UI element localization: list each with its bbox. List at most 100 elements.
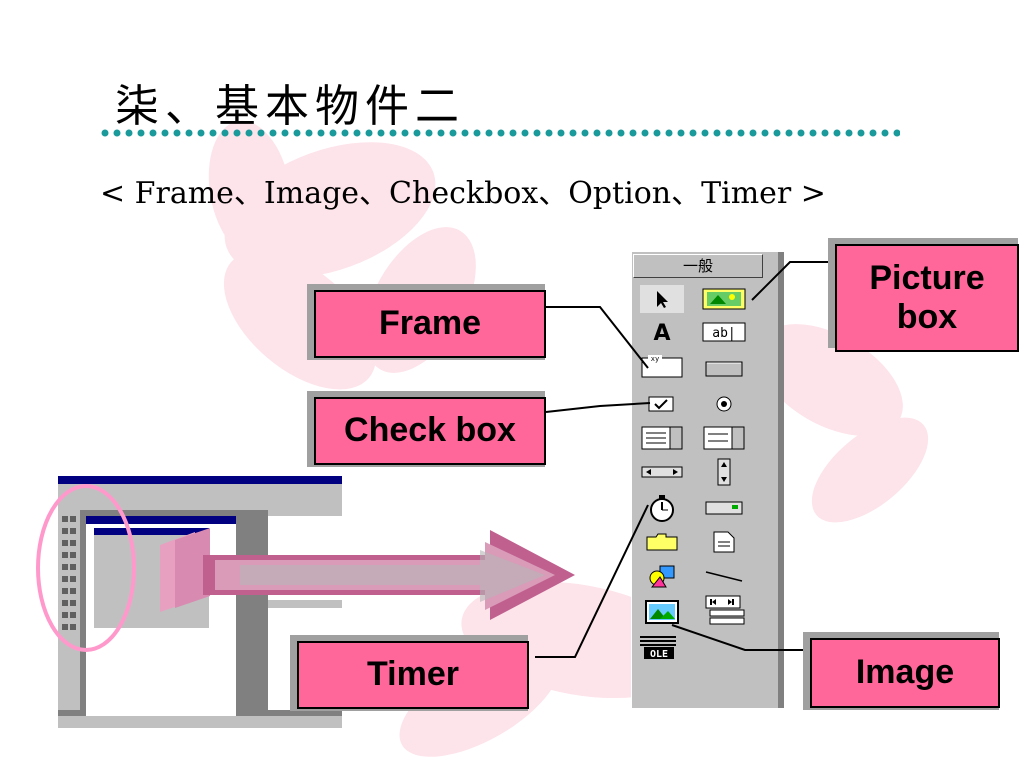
divider-dot xyxy=(473,129,481,137)
checkbox-icon[interactable] xyxy=(640,390,684,418)
toolbox-highlight-ellipse xyxy=(36,484,136,652)
divider-dot xyxy=(581,129,589,137)
svg-text:OLE: OLE xyxy=(650,649,668,660)
checkbox-label: Check box xyxy=(314,397,546,465)
divider-dot xyxy=(101,129,109,137)
slide-title: 柒、基本物件二 xyxy=(115,81,465,132)
divider-dot xyxy=(689,129,697,137)
divider-dot xyxy=(353,129,361,137)
dirlistbox-icon[interactable] xyxy=(640,528,684,556)
textbox-icon[interactable]: ab| xyxy=(702,318,746,346)
image-label: Image xyxy=(810,638,1000,708)
image-icon[interactable] xyxy=(640,598,684,626)
filelistbox-icon[interactable] xyxy=(702,528,746,556)
divider-dot xyxy=(449,129,457,137)
divider-dot xyxy=(677,129,685,137)
divider-dot xyxy=(221,129,229,137)
picturebox-label: Picture box xyxy=(835,244,1019,352)
picturebox-icon[interactable] xyxy=(702,285,746,313)
divider-dot xyxy=(809,129,817,137)
divider-dot xyxy=(461,129,469,137)
divider-dot xyxy=(389,129,397,137)
divider-dot xyxy=(761,129,769,137)
pointer-arrow xyxy=(160,528,575,620)
divider-dot xyxy=(257,129,265,137)
svg-text:A: A xyxy=(653,321,670,343)
divider-dot xyxy=(725,129,733,137)
divider-dot xyxy=(845,129,853,137)
divider-dot xyxy=(305,129,313,137)
divider-dot xyxy=(593,129,601,137)
toolbox-header: 一般 xyxy=(633,254,763,278)
divider-dot xyxy=(557,129,565,137)
divider-dot xyxy=(545,129,553,137)
divider-dot xyxy=(497,129,505,137)
divider-dot xyxy=(893,129,900,137)
listbox-icon[interactable] xyxy=(702,424,746,452)
divider-dot xyxy=(833,129,841,137)
divider-dot xyxy=(617,129,625,137)
divider-dot xyxy=(317,129,325,137)
divider-dot xyxy=(269,129,277,137)
vb-ide-screenshot xyxy=(58,476,342,728)
divider-dot xyxy=(533,129,541,137)
divider-dot xyxy=(869,129,877,137)
divider-dot xyxy=(281,129,289,137)
picturebox-label-line2: box xyxy=(896,298,958,336)
divider-dot xyxy=(413,129,421,137)
data-icon[interactable] xyxy=(702,595,746,625)
picturebox-label-line1: Picture xyxy=(869,258,985,297)
divider-dot xyxy=(425,129,433,137)
divider-dot xyxy=(365,129,373,137)
divider-dot xyxy=(797,129,805,137)
divider-dot xyxy=(713,129,721,137)
divider-dot xyxy=(245,129,253,137)
pointer-icon[interactable] xyxy=(640,285,684,313)
label-icon[interactable]: A xyxy=(640,318,684,346)
timer-icon[interactable] xyxy=(640,494,684,522)
divider-dot xyxy=(149,129,157,137)
divider-dot xyxy=(185,129,193,137)
line-icon[interactable] xyxy=(702,562,746,590)
divider-dot xyxy=(821,129,829,137)
divider-dot xyxy=(701,129,709,137)
vscrollbar-icon[interactable] xyxy=(702,458,746,486)
drivelistbox-icon[interactable] xyxy=(702,494,746,522)
divider-dot xyxy=(125,129,133,137)
svg-text:ab|: ab| xyxy=(712,326,735,341)
frame-label: Frame xyxy=(314,290,546,358)
divider-dot xyxy=(857,129,865,137)
divider-dot xyxy=(485,129,493,137)
divider-dot xyxy=(521,129,529,137)
combobox-icon[interactable] xyxy=(640,424,684,452)
divider-dot xyxy=(293,129,301,137)
divider-dot xyxy=(773,129,781,137)
slide-subtitle: < Frame、Image、Checkbox、Option、Timer > xyxy=(100,176,826,211)
divider-dot xyxy=(749,129,757,137)
divider-dot xyxy=(881,129,889,137)
divider-dot xyxy=(137,129,145,137)
divider-dot xyxy=(401,129,409,137)
divider-dot xyxy=(341,129,349,137)
divider-dot xyxy=(209,129,217,137)
divider-dot xyxy=(509,129,517,137)
shape-icon[interactable] xyxy=(640,562,684,590)
divider-dot xyxy=(437,129,445,137)
optionbutton-icon[interactable] xyxy=(702,390,746,418)
divider-dot xyxy=(197,129,205,137)
title-dotted-divider xyxy=(101,129,900,137)
divider-dot xyxy=(173,129,181,137)
hscrollbar-icon[interactable] xyxy=(640,458,684,486)
divider-dot xyxy=(605,129,613,137)
divider-dot xyxy=(653,129,661,137)
divider-dot xyxy=(737,129,745,137)
timer-label: Timer xyxy=(297,641,529,709)
divider-dot xyxy=(785,129,793,137)
divider-dot xyxy=(629,129,637,137)
divider-dot xyxy=(113,129,121,137)
toolbox-shadow xyxy=(778,252,784,708)
commandbutton-icon[interactable] xyxy=(702,355,746,383)
ole-icon[interactable]: OLE xyxy=(636,634,680,662)
frame-icon[interactable]: xy xyxy=(640,352,684,380)
divider-dot xyxy=(233,129,241,137)
